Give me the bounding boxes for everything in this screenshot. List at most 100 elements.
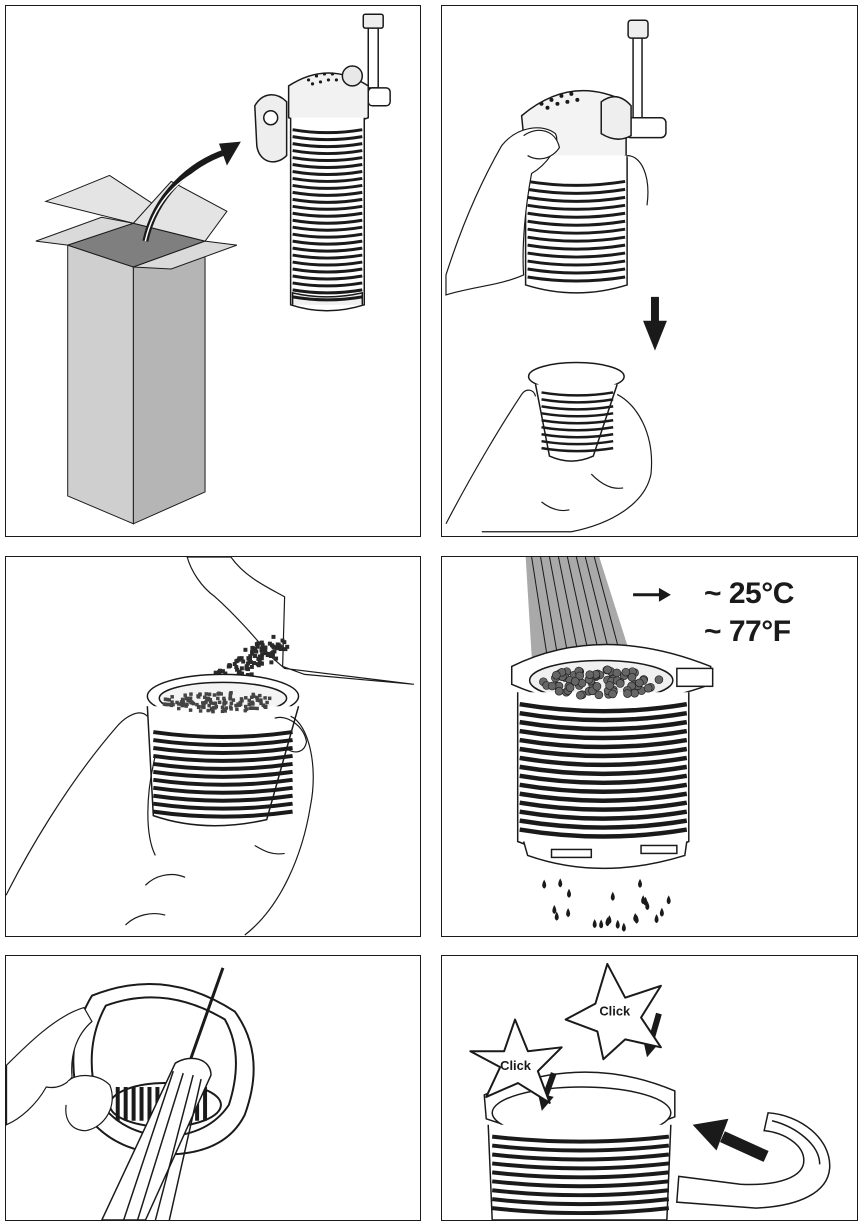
media-granule bbox=[271, 645, 275, 649]
media-granule bbox=[223, 699, 226, 702]
media-granule bbox=[271, 635, 275, 639]
media-granule bbox=[260, 656, 264, 660]
media-granule bbox=[234, 665, 238, 669]
water-drop bbox=[616, 920, 620, 929]
media-granule bbox=[250, 650, 254, 654]
water-drop bbox=[611, 892, 615, 901]
media-granule bbox=[207, 697, 210, 700]
media-granule bbox=[635, 679, 643, 687]
water-drop bbox=[660, 908, 664, 917]
media-granule bbox=[195, 703, 198, 706]
container-base bbox=[524, 841, 687, 868]
media-granule bbox=[235, 708, 238, 711]
water-drops bbox=[542, 878, 670, 931]
water-drop bbox=[567, 889, 571, 898]
grid-slot bbox=[132, 1087, 136, 1121]
media-granule bbox=[624, 690, 632, 698]
water-drop bbox=[599, 919, 603, 928]
temperature-fahrenheit: ~ 77°F bbox=[704, 615, 791, 649]
media-granule bbox=[263, 696, 266, 699]
media-granule bbox=[249, 706, 252, 709]
water-drop bbox=[566, 908, 570, 917]
panel-rinse-filter-media: ~ 25°C ~ 77°F bbox=[441, 556, 858, 937]
media-granule bbox=[254, 650, 258, 654]
panel-fill-filter-media bbox=[5, 556, 421, 937]
media-granule bbox=[616, 680, 624, 688]
media-granule bbox=[201, 705, 204, 708]
media-granule bbox=[170, 695, 173, 698]
click-label-1: Click bbox=[500, 1058, 532, 1073]
click-star-2: Click bbox=[566, 964, 661, 1059]
fill-media-illustration bbox=[6, 557, 420, 936]
push-grid-illustration bbox=[6, 956, 420, 1220]
media-granule bbox=[239, 703, 242, 706]
push-arrow-left bbox=[693, 1119, 766, 1157]
media-granule bbox=[555, 687, 563, 695]
water-drop bbox=[552, 905, 556, 914]
water-drop bbox=[638, 879, 642, 888]
media-granule bbox=[217, 670, 221, 674]
media-granule bbox=[189, 708, 192, 711]
grid-slot bbox=[124, 1087, 128, 1121]
media-granule bbox=[189, 692, 192, 695]
grid-slot bbox=[116, 1087, 120, 1121]
media-granule bbox=[260, 641, 264, 645]
media-granule bbox=[243, 648, 247, 652]
media-granule bbox=[227, 663, 231, 667]
media-granule bbox=[265, 701, 268, 704]
media-granule bbox=[586, 671, 594, 679]
media-granule bbox=[213, 693, 216, 696]
media-granule bbox=[604, 666, 612, 674]
media-granule bbox=[217, 691, 220, 694]
panel-remove-filter-container bbox=[441, 5, 858, 537]
click-label-2: Click bbox=[599, 1004, 631, 1019]
media-granule bbox=[283, 647, 287, 651]
water-drop bbox=[593, 919, 597, 928]
media-granule bbox=[282, 640, 286, 644]
media-granule bbox=[229, 692, 232, 695]
media-granule bbox=[208, 692, 211, 695]
temperature-celsius: ~ 25°C bbox=[704, 577, 794, 611]
media-granule bbox=[213, 702, 216, 705]
clip-ring-illustration: Click Click bbox=[442, 956, 857, 1220]
water-drop bbox=[558, 878, 562, 887]
media-granule bbox=[255, 696, 258, 699]
media-granule bbox=[170, 700, 173, 703]
media-granule bbox=[248, 654, 252, 658]
media-granule bbox=[207, 704, 210, 707]
media-granule bbox=[210, 708, 213, 711]
filter-container bbox=[529, 363, 625, 462]
media-granule bbox=[552, 671, 560, 679]
unpack-illustration bbox=[6, 6, 420, 536]
media-granule bbox=[609, 690, 617, 698]
media-granule bbox=[240, 697, 243, 700]
water-drop bbox=[622, 923, 626, 932]
media-granule bbox=[216, 697, 219, 700]
media-granule bbox=[237, 658, 241, 662]
media-granule bbox=[229, 707, 232, 710]
media-granule bbox=[206, 709, 209, 712]
media-granule bbox=[251, 702, 254, 705]
media-granule bbox=[256, 645, 260, 649]
media-granule bbox=[260, 662, 264, 666]
media-granule bbox=[576, 691, 584, 699]
media-granule bbox=[266, 652, 270, 656]
media-granule bbox=[606, 682, 614, 690]
media-granule bbox=[261, 646, 265, 650]
media-granule bbox=[184, 704, 187, 707]
media-granule bbox=[644, 684, 652, 692]
media-granule bbox=[631, 689, 639, 697]
media-granule bbox=[230, 702, 233, 705]
media-granule bbox=[622, 668, 630, 676]
panel-unpack bbox=[5, 5, 421, 537]
panel-clip-on-ring: Click Click bbox=[441, 955, 858, 1221]
panel-push-out-grid bbox=[5, 955, 421, 1221]
media-granule bbox=[571, 677, 579, 685]
water-drop bbox=[667, 895, 671, 904]
media-granule bbox=[252, 661, 256, 665]
media-granule bbox=[268, 697, 271, 700]
grid-slot bbox=[140, 1087, 144, 1121]
media-granule bbox=[272, 649, 276, 653]
media-granule bbox=[203, 701, 206, 704]
media-granule bbox=[205, 692, 208, 695]
